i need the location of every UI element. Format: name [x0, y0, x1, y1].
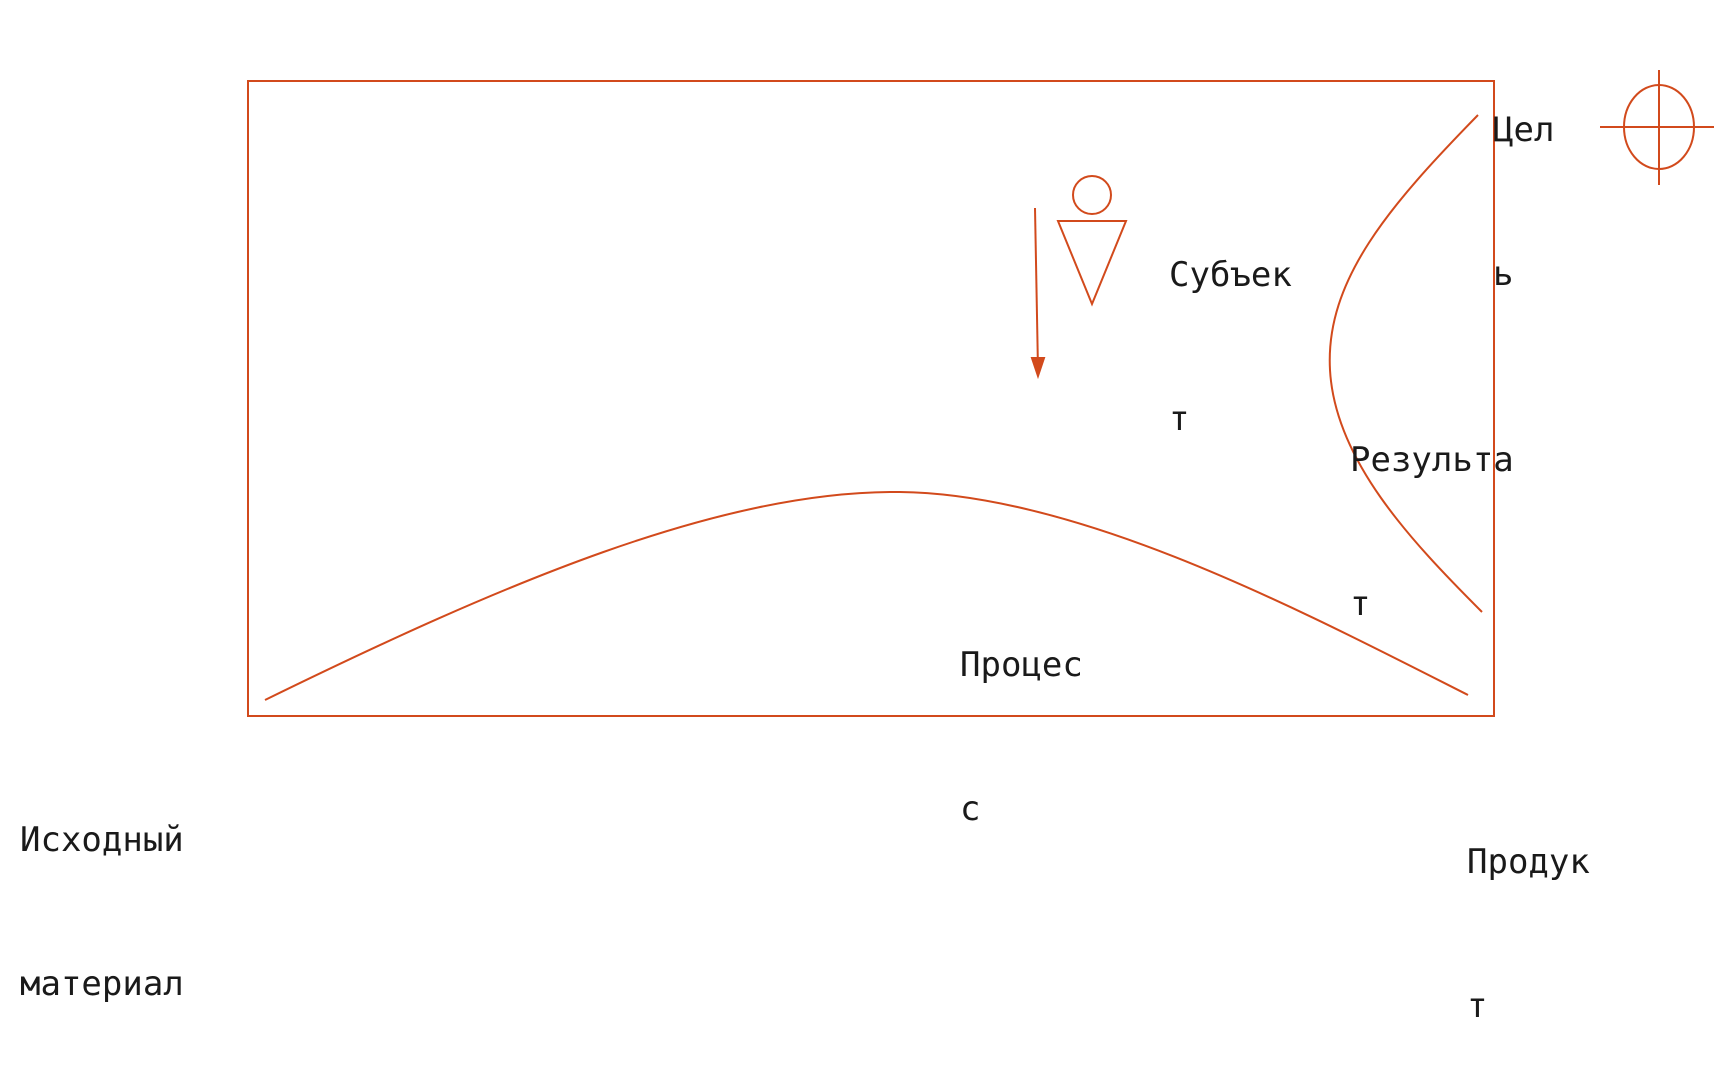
result-label: Результа т [1350, 340, 1514, 676]
process-diagram [247, 70, 1714, 717]
result-label-line-1: Результа [1350, 440, 1514, 480]
result-curve [1328, 114, 1483, 613]
subject-label-line-2: т [1169, 399, 1190, 439]
source-material-label: Исходный материал [20, 720, 184, 1056]
goal-label-line-1: Цел [1493, 110, 1555, 150]
source-material-label-line-2: материал [20, 964, 184, 1004]
goal-label: Цел ь [1493, 10, 1554, 346]
source-material-label-line-1: Исходный [20, 820, 184, 860]
person-head [1072, 175, 1112, 215]
process-label-line-2: с [960, 789, 981, 829]
product-label-line-1: Продук [1467, 842, 1590, 882]
person-icon [1056, 175, 1128, 307]
down-arrow-head [1030, 357, 1046, 380]
system-frame [247, 80, 1495, 717]
process-label-line-1: Процес [960, 645, 1083, 685]
goal-label-line-2: ь [1493, 254, 1514, 294]
process-curve [264, 490, 1469, 701]
product-label-line-2: т [1467, 986, 1488, 1026]
subject-label: Субъек т [1169, 155, 1292, 491]
product-label: Продук т [1467, 742, 1590, 1078]
down-arrow-shaft [1034, 207, 1039, 371]
result-label-line-2: т [1350, 584, 1371, 624]
process-label: Процес с [960, 545, 1083, 881]
person-body [1056, 220, 1128, 307]
subject-label-line-1: Субъек [1169, 255, 1292, 295]
crosshair-target-icon [1600, 70, 1714, 185]
